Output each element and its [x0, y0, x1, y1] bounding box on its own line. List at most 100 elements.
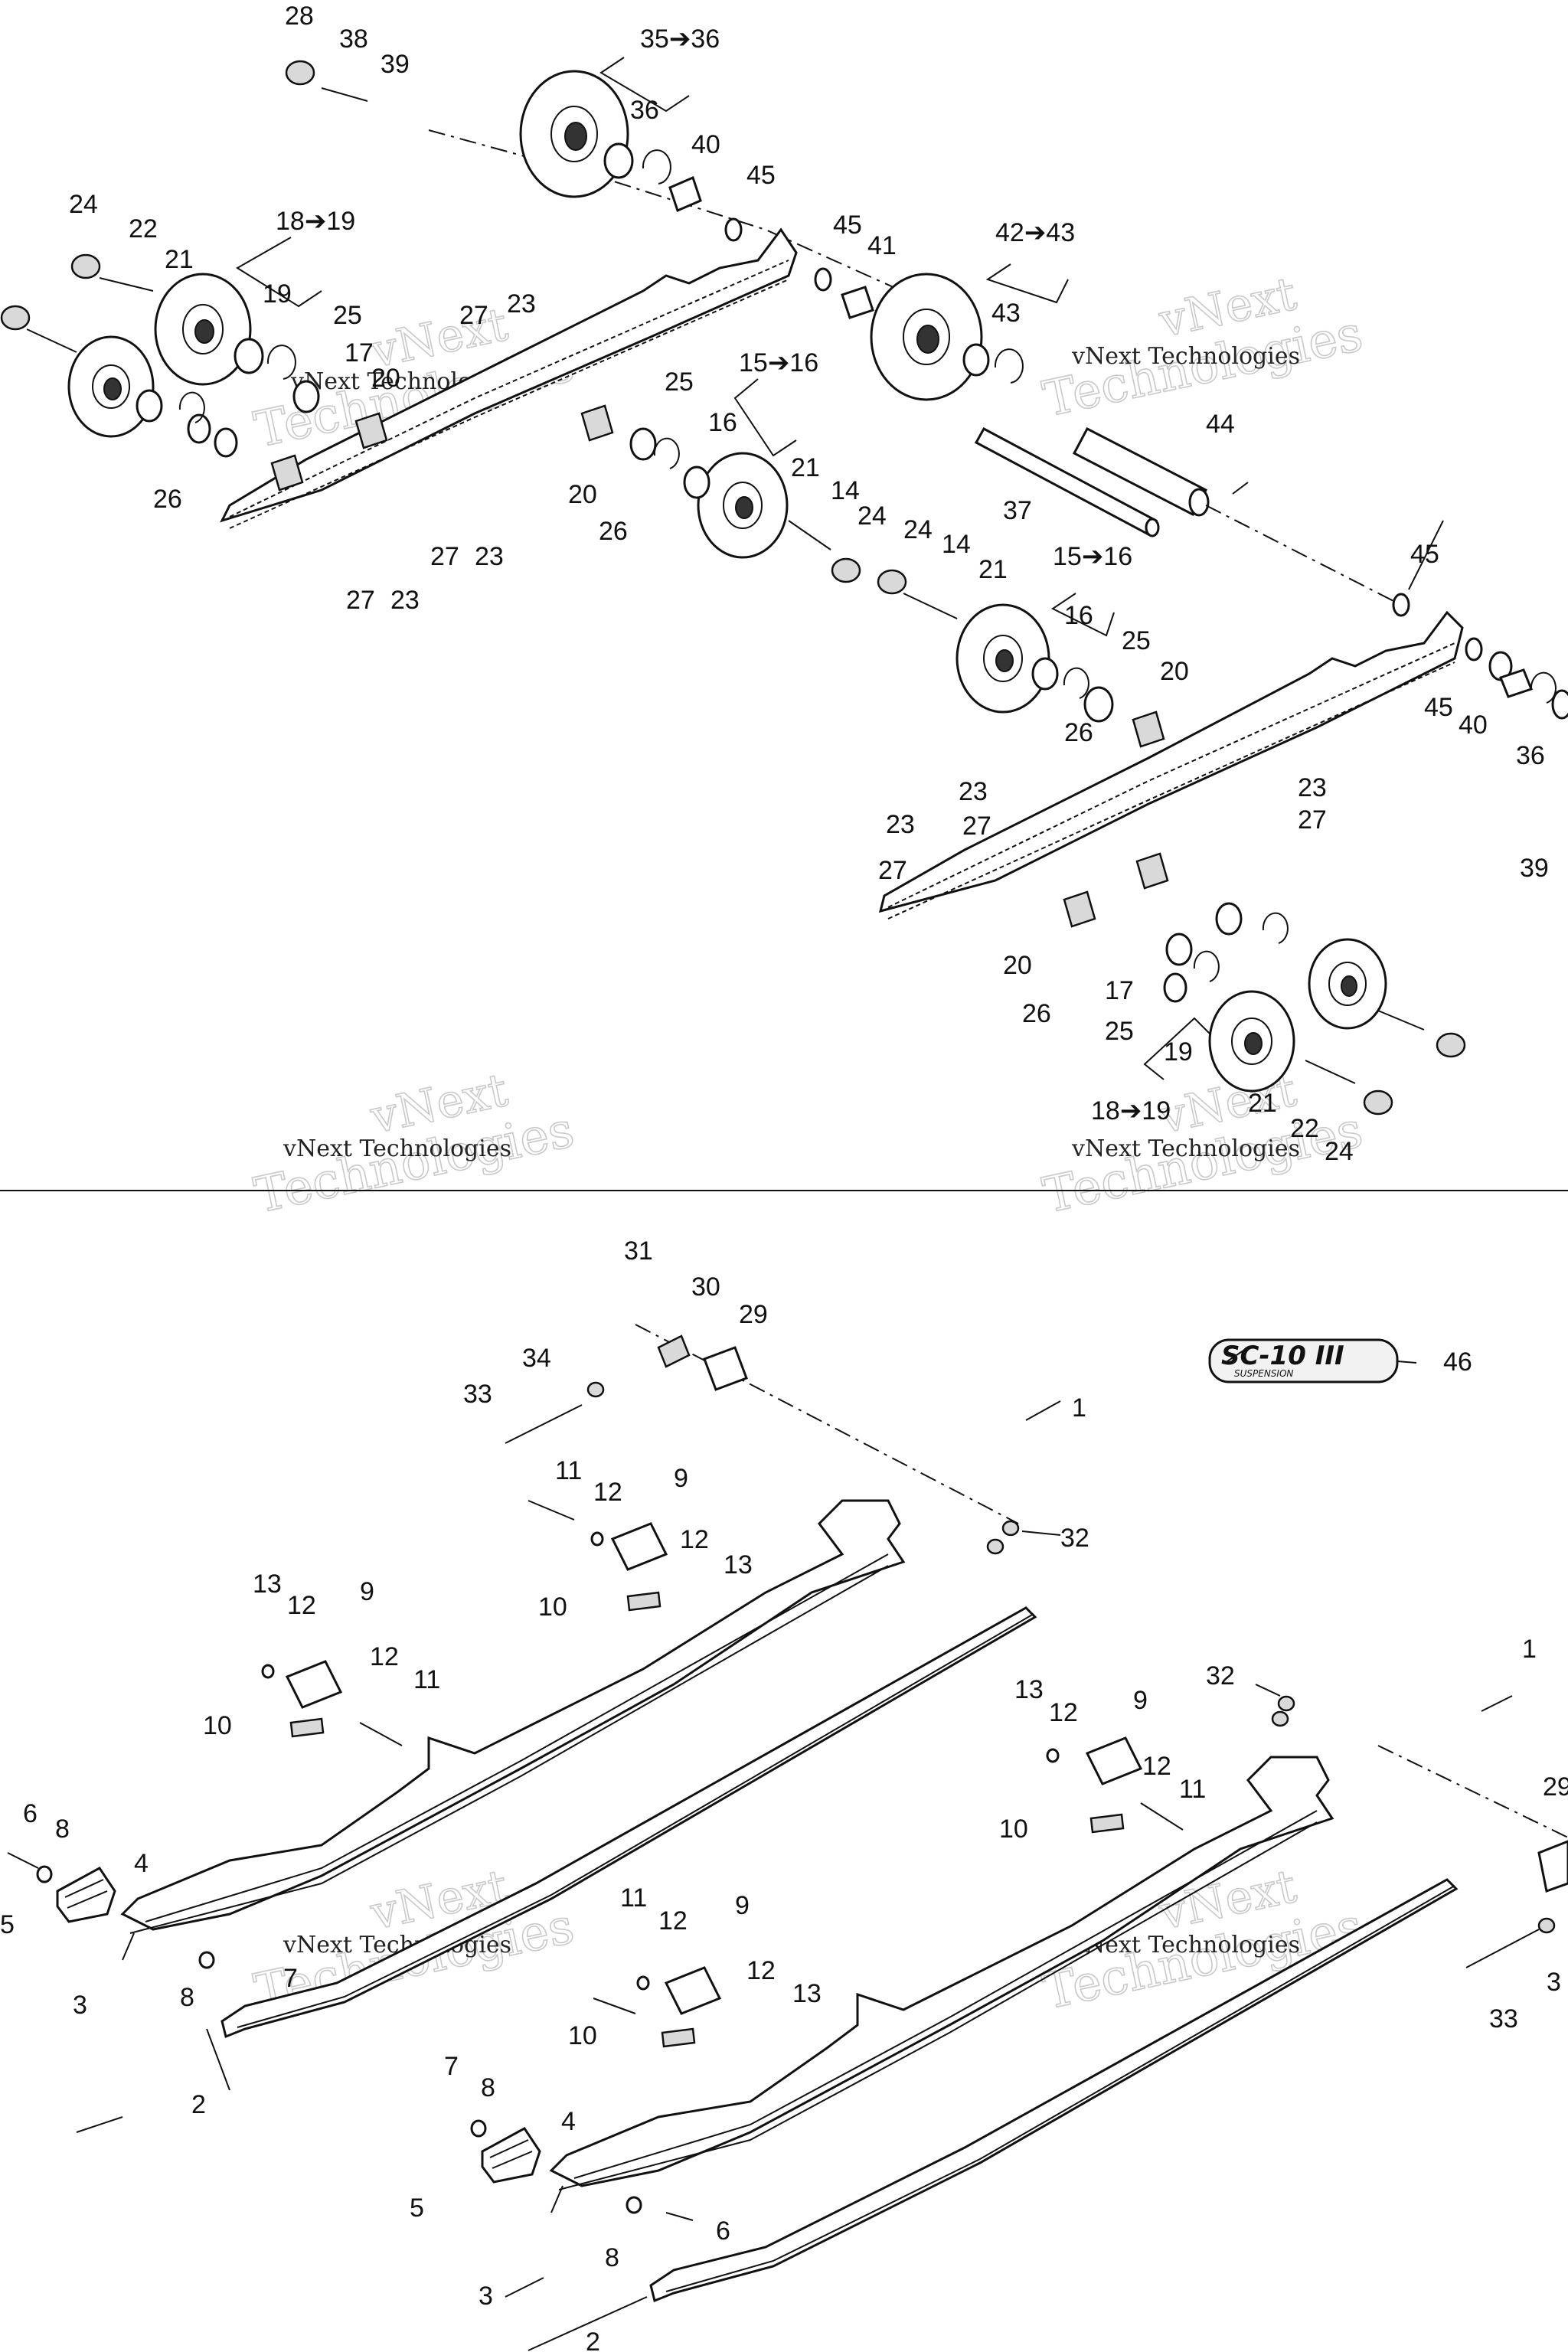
callout-45: 45	[746, 161, 776, 190]
sc10-logo-46: SC-10 III SUSPENSION	[1208, 1338, 1399, 1383]
bolts	[26, 87, 1425, 1084]
watermark-small: vNext Technologies	[283, 1135, 511, 1162]
callout-10: 10	[568, 2021, 597, 2050]
callout-27: 27	[346, 586, 375, 615]
callout-21: 21	[791, 453, 820, 482]
wheel-18-right-a	[1308, 938, 1387, 1030]
callout-45: 45	[1424, 693, 1453, 722]
slide-2-lower	[649, 1878, 1459, 2303]
wear-blocks-9	[285, 1522, 1143, 2015]
callout-23: 23	[1298, 773, 1327, 802]
shaft-37	[974, 426, 1160, 537]
callout-21: 21	[1248, 1089, 1277, 1118]
washers-45	[724, 217, 1483, 662]
watermark-small: vNext Technologies	[1071, 343, 1300, 370]
callout-17: 17	[1105, 976, 1134, 1005]
bottom-callouts: 31 30 29 34 33 1 11 12 9 12 13 10 32 46 …	[0, 1236, 1568, 2352]
axle-blocks-20	[270, 404, 1169, 928]
callout-13: 13	[1014, 1675, 1044, 1704]
callout-1: 1	[1522, 1635, 1537, 1664]
pivot-axis-b	[1377, 1745, 1568, 1838]
callout-11: 11	[1179, 1775, 1206, 1804]
callout-11: 11	[620, 1883, 647, 1913]
snap-rings	[178, 149, 1557, 982]
callout-6: 6	[23, 1799, 38, 1828]
callout-26: 26	[153, 485, 182, 514]
callout-28: 28	[285, 2, 314, 31]
callout-27: 27	[878, 856, 907, 885]
callout-42-43: 42➔43	[995, 218, 1075, 247]
bolts-33	[505, 1404, 1540, 1968]
callout-20: 20	[1003, 951, 1032, 980]
callout-12: 12	[593, 1478, 622, 1507]
callout-5: 5	[0, 1910, 15, 1939]
wheel-15-a	[697, 452, 789, 559]
nuts	[586, 1381, 1556, 1934]
callout-25: 25	[1105, 1017, 1134, 1046]
callout-5: 5	[410, 2194, 424, 2223]
rail-1-lower	[549, 1756, 1334, 2190]
callout-14: 14	[831, 476, 860, 505]
callout-8: 8	[481, 2073, 495, 2102]
callout-35-36: 35➔36	[640, 24, 720, 54]
wheel-18-upper	[154, 273, 252, 386]
callout-29: 29	[1543, 1772, 1568, 1802]
callout-22: 22	[1290, 1114, 1319, 1143]
bumper-5-a	[56, 1867, 116, 1923]
callout-25: 25	[333, 301, 362, 330]
top-callouts: 28 38 39 35➔36 36 40 45 24 22 21 18➔19 1…	[69, 2, 1549, 1166]
wheel-18-right-b	[1208, 990, 1295, 1093]
shaft-44	[1072, 426, 1210, 517]
callout-32: 32	[1206, 1661, 1235, 1690]
callout-9: 9	[674, 1464, 688, 1493]
callout-24: 24	[1325, 1137, 1354, 1166]
callout-38: 38	[339, 24, 368, 54]
callout-9: 9	[735, 1891, 750, 1920]
callout-9: 9	[1133, 1686, 1148, 1715]
callout-18-19: 18➔19	[276, 207, 355, 236]
callout-30: 30	[691, 1272, 720, 1302]
wheel-42	[870, 273, 983, 401]
wheel-15-b	[956, 603, 1050, 714]
callout-4: 4	[561, 2107, 576, 2136]
callout-15-16: 15➔16	[1053, 542, 1132, 571]
callout-33: 33	[463, 1380, 492, 1409]
rail-right-lower	[878, 610, 1464, 920]
callout-23: 23	[507, 289, 536, 318]
callout-12: 12	[1142, 1752, 1171, 1781]
callout-20: 20	[371, 364, 400, 393]
callout-27: 27	[1298, 805, 1327, 835]
callout-18-19: 18➔19	[1091, 1096, 1171, 1125]
callout-11: 11	[413, 1665, 440, 1694]
rail-1-upper	[120, 1499, 906, 1934]
callout-36: 36	[1516, 741, 1545, 770]
callout-34: 34	[522, 1344, 551, 1373]
callout-8: 8	[605, 2243, 619, 2272]
callout-10: 10	[999, 1815, 1028, 1844]
callout-7: 7	[283, 1964, 298, 1993]
logo-sub: SUSPENSION	[1234, 1368, 1293, 1379]
callout-13: 13	[792, 1979, 822, 2008]
callout-27: 27	[430, 542, 459, 571]
callout-14: 14	[942, 530, 971, 559]
wheel-18-lower	[67, 335, 155, 438]
callout-21: 21	[165, 245, 194, 274]
callout-23: 23	[959, 777, 988, 806]
callout-2: 2	[191, 2090, 206, 2119]
callout-10: 10	[203, 1711, 232, 1740]
top-wheel-assembly	[0, 60, 1568, 1116]
callout-9: 9	[360, 1577, 374, 1606]
callout-17: 17	[345, 338, 374, 368]
callout-7: 7	[444, 2052, 459, 2081]
callout-46: 46	[1443, 1348, 1472, 1377]
wheel-35	[519, 70, 629, 198]
callout-3: 3	[479, 2282, 493, 2311]
callout-13: 13	[724, 1550, 753, 1579]
callout-27: 27	[459, 301, 488, 330]
pads-10	[289, 1591, 1125, 2048]
shaft-axis	[1205, 505, 1402, 606]
callout-23: 23	[475, 542, 504, 571]
callout-45: 45	[833, 211, 862, 240]
spacers	[668, 175, 1533, 698]
bumper-5-b	[481, 2127, 541, 2184]
